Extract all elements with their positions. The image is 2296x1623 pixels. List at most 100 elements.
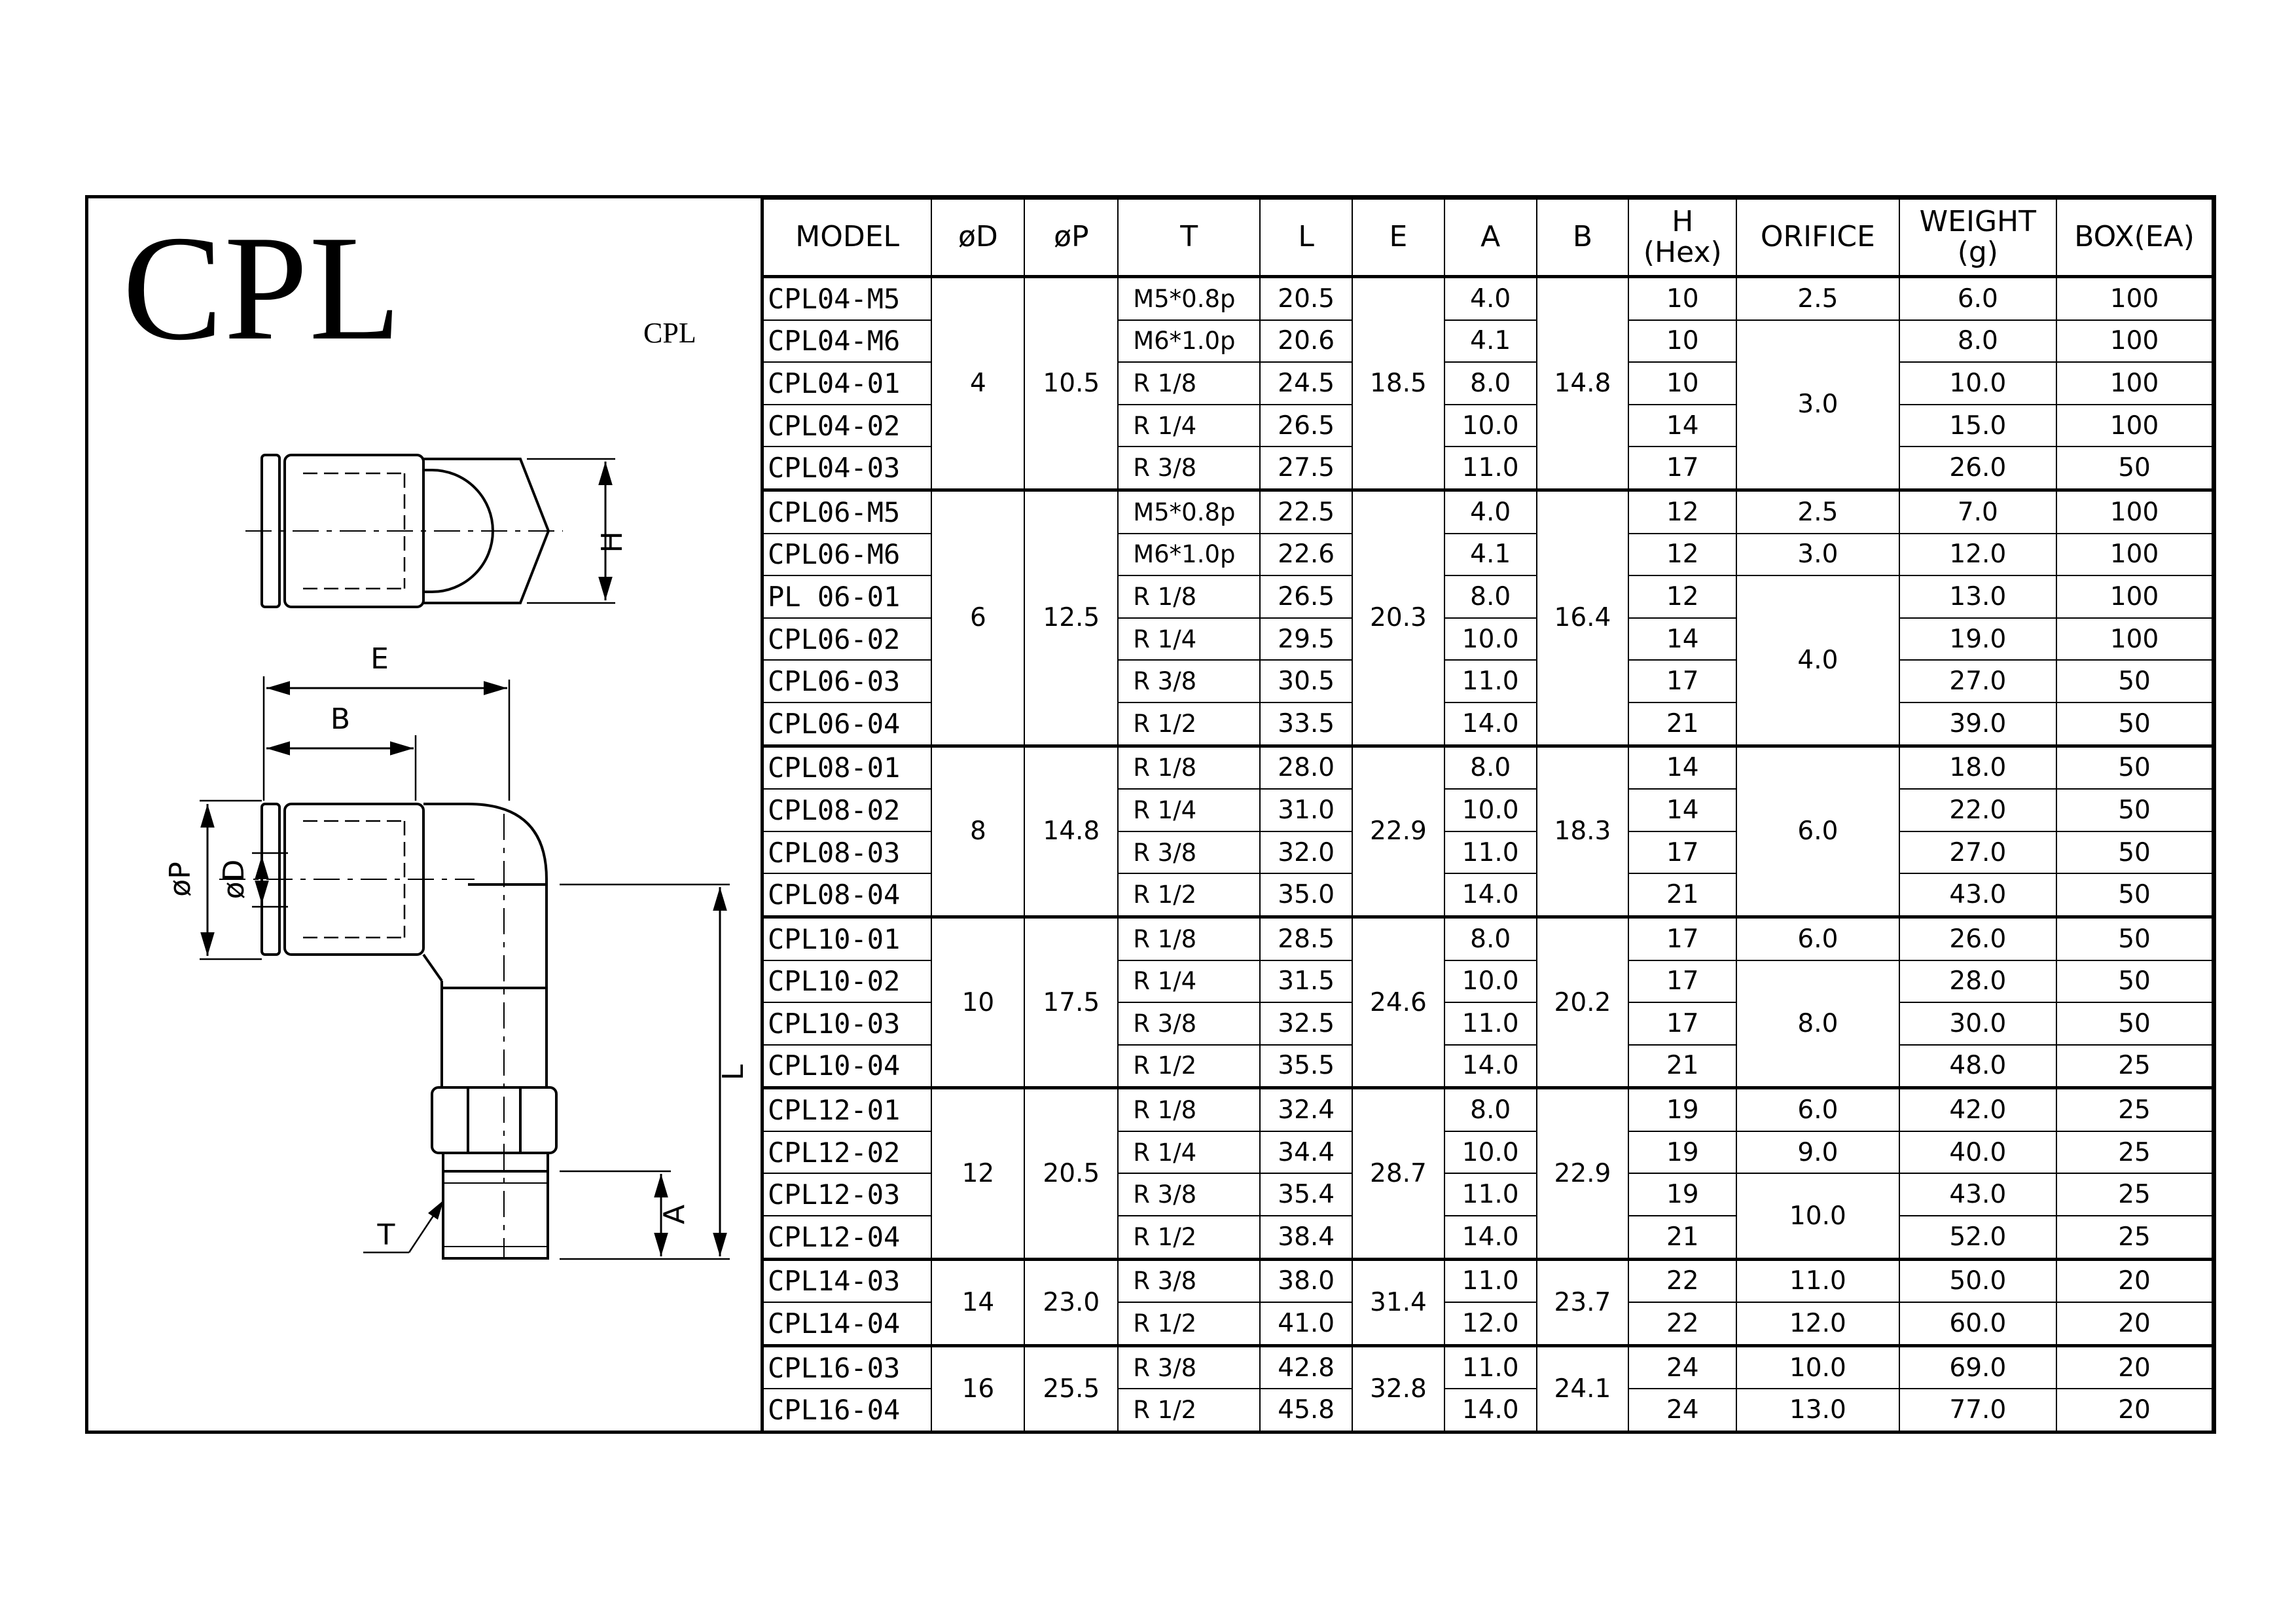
- thread-cell: R 1/8: [1117, 915, 1261, 961]
- model-cell: CPL04-M5: [761, 274, 933, 321]
- model-cell: CPL06-03: [761, 659, 933, 703]
- model-cell: CPL16-03: [761, 1343, 933, 1390]
- model-cell: CPL16-04: [761, 1388, 933, 1432]
- spec-table: MODEL øD øP T L E A B H(Hex) ORIFICE WEI…: [761, 198, 2213, 1432]
- op-cell: 10.5: [1024, 275, 1119, 491]
- l-cell: 35.5: [1259, 1044, 1354, 1089]
- model-cell: CPL06-02: [761, 617, 933, 661]
- op-cell: 17.5: [1024, 915, 1119, 1089]
- box-cell: 20: [2056, 1388, 2213, 1432]
- thread-cell: R 1/4: [1117, 959, 1261, 1004]
- l-cell: 20.6: [1259, 319, 1354, 363]
- l-cell: 38.4: [1259, 1215, 1354, 1260]
- orifice-cell: 2.5: [1736, 274, 1900, 321]
- hex-cell: 10: [1628, 361, 1738, 405]
- box-cell: 100: [2056, 274, 2213, 321]
- thread-cell: M5*0.8p: [1117, 274, 1261, 321]
- a-cell: 10.0: [1443, 617, 1537, 661]
- orifice-cell: 8.0: [1736, 959, 1900, 1089]
- l-cell: 32.0: [1259, 830, 1354, 875]
- orifice-cell: 9.0: [1736, 1130, 1900, 1175]
- box-cell: 20: [2056, 1343, 2213, 1390]
- thread-cell: M5*0.8p: [1117, 488, 1261, 534]
- l-cell: 22.6: [1259, 532, 1354, 577]
- a-cell: 10.0: [1443, 788, 1537, 832]
- od-cell: 8: [931, 744, 1026, 918]
- box-cell: 20: [2056, 1302, 2213, 1347]
- l-cell: 38.0: [1259, 1257, 1354, 1304]
- weight-cell: 18.0: [1898, 744, 2058, 790]
- thread-cell: R 1/8: [1117, 1086, 1261, 1132]
- weight-cell: 15.0: [1898, 403, 2058, 448]
- box-cell: 50: [2056, 446, 2213, 491]
- hex-cell: 24: [1628, 1388, 1738, 1432]
- col-header-e: E: [1352, 198, 1445, 278]
- l-cell: 35.0: [1259, 873, 1354, 918]
- model-cell: CPL06-04: [761, 701, 933, 747]
- thread-cell: R 1/8: [1117, 361, 1261, 405]
- od-cell: 6: [931, 488, 1026, 747]
- hex-cell: 14: [1628, 617, 1738, 661]
- model-cell: CPL06-M6: [761, 532, 933, 577]
- weight-cell: 60.0: [1898, 1302, 2058, 1347]
- a-cell: 10.0: [1443, 959, 1537, 1004]
- model-cell: CPL06-M5: [761, 488, 933, 534]
- model-cell: CPL14-04: [761, 1302, 933, 1347]
- weight-cell: 27.0: [1898, 659, 2058, 703]
- hex-cell: 17: [1628, 446, 1738, 491]
- box-cell: 100: [2056, 403, 2213, 448]
- e-cell: 24.6: [1352, 915, 1445, 1089]
- l-cell: 20.5: [1259, 274, 1354, 321]
- dim-label-phi-d: øD: [217, 860, 251, 900]
- weight-cell: 10.0: [1898, 361, 2058, 405]
- e-cell: 18.5: [1352, 275, 1445, 491]
- od-cell: 10: [931, 915, 1026, 1089]
- thread-cell: R 1/4: [1117, 1130, 1261, 1175]
- col-header-t: T: [1117, 198, 1261, 278]
- thread-cell: R 1/4: [1117, 617, 1261, 661]
- hex-cell: 17: [1628, 915, 1738, 961]
- spec-sheet: CPL CPL H: [85, 195, 2216, 1434]
- weight-cell: 26.0: [1898, 915, 2058, 961]
- box-cell: 25: [2056, 1173, 2213, 1217]
- model-cell: CPL08-01: [761, 744, 933, 790]
- hex-cell: 14: [1628, 744, 1738, 790]
- dim-label-a: A: [658, 1205, 691, 1224]
- hex-cell: 10: [1628, 274, 1738, 321]
- orifice-cell: 12.0: [1736, 1302, 1900, 1347]
- col-header-weight-main: WEIGHT: [1919, 205, 2037, 239]
- orifice-cell: 4.0: [1736, 575, 1900, 747]
- thread-cell: M6*1.0p: [1117, 319, 1261, 363]
- b-cell: 24.1: [1535, 1343, 1630, 1432]
- a-cell: 4.1: [1443, 319, 1537, 363]
- thread-cell: R 3/8: [1117, 1002, 1261, 1046]
- l-cell: 32.5: [1259, 1002, 1354, 1046]
- weight-cell: 8.0: [1898, 319, 2058, 363]
- thread-cell: R 1/8: [1117, 744, 1261, 790]
- l-cell: 24.5: [1259, 361, 1354, 405]
- weight-cell: 19.0: [1898, 617, 2058, 661]
- l-cell: 22.5: [1259, 488, 1354, 534]
- weight-cell: 27.0: [1898, 830, 2058, 875]
- box-cell: 100: [2056, 319, 2213, 363]
- a-cell: 4.0: [1443, 488, 1537, 534]
- model-cell: CPL12-02: [761, 1130, 933, 1175]
- weight-cell: 6.0: [1898, 274, 2058, 321]
- weight-cell: 69.0: [1898, 1343, 2058, 1390]
- box-cell: 50: [2056, 659, 2213, 703]
- box-cell: 50: [2056, 744, 2213, 790]
- weight-cell: 39.0: [1898, 701, 2058, 747]
- weight-cell: 50.0: [1898, 1257, 2058, 1304]
- model-cell: CPL04-M6: [761, 319, 933, 363]
